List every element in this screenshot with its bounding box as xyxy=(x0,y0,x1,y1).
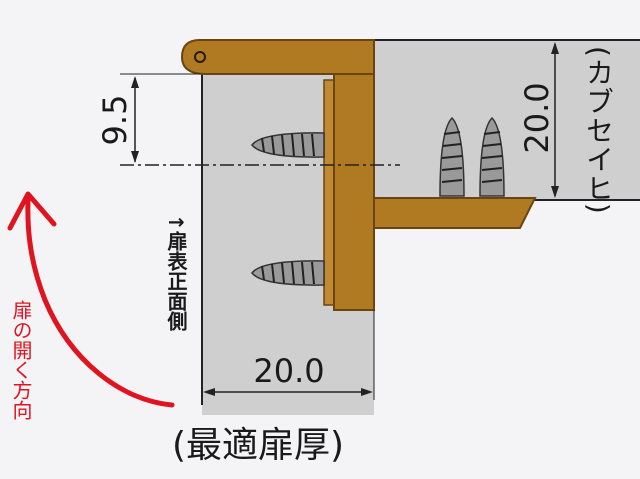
hinge-pivot xyxy=(194,51,206,63)
open-direction-arrowhead xyxy=(7,191,57,231)
dim-offset-label: 9.5 xyxy=(96,95,134,146)
screw-upper xyxy=(251,132,325,158)
door-open-direction-label: 扉の開く方向 xyxy=(9,300,33,420)
open-direction-arrow xyxy=(25,195,175,408)
screw-vertical-left xyxy=(439,116,465,197)
dim-offset-arrow-top xyxy=(131,76,139,88)
hinge-plate-thin xyxy=(323,79,335,306)
hinge-lower-arm xyxy=(373,197,537,229)
dim-width-arrow-left xyxy=(203,388,215,396)
dim-height-label: 20.0 xyxy=(518,82,556,153)
hinge-top-arm xyxy=(180,39,375,75)
hinge-plate xyxy=(333,73,375,311)
door-face-side-label: ↑扉表正面側 xyxy=(164,214,188,331)
optimal-door-thickness-label: (最適扉厚) xyxy=(172,425,345,466)
dim-height-arrow-top xyxy=(551,42,559,54)
screw-lower xyxy=(251,260,325,286)
frame-panel xyxy=(374,40,640,200)
dim-width-label: 20.0 xyxy=(253,352,324,390)
dim-offset-arrow-bottom xyxy=(131,151,139,163)
cabinet-side-label: (カブセイヒ) xyxy=(582,46,615,215)
dim-height-arrow-bottom xyxy=(551,186,559,198)
screw-vertical-right xyxy=(479,116,505,197)
dim-width-arrow-right xyxy=(361,388,373,396)
